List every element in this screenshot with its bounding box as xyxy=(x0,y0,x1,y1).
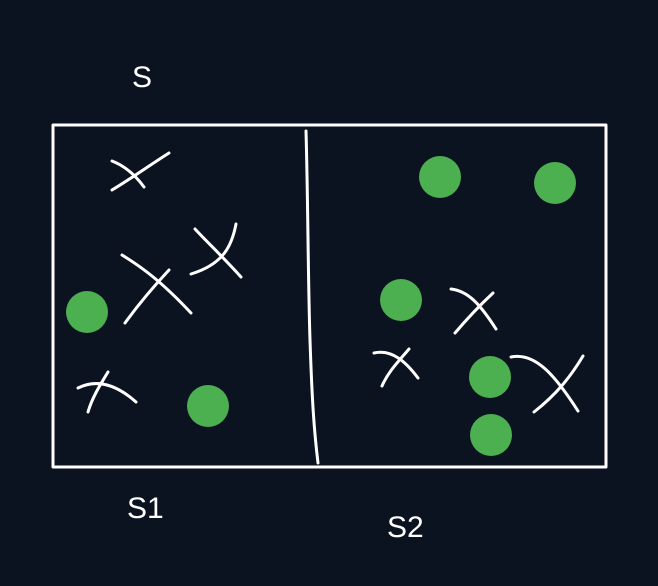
left-subset-label: S1 xyxy=(127,492,164,525)
set-label: S xyxy=(132,61,152,94)
cross-icon xyxy=(110,151,171,192)
green-dot xyxy=(469,356,511,398)
green-dot xyxy=(470,414,512,456)
green-dot xyxy=(187,385,229,427)
green-dot xyxy=(66,291,108,333)
green-dot xyxy=(380,279,422,321)
cross-icon xyxy=(76,370,138,414)
cross-icon xyxy=(509,354,585,414)
set-boundary xyxy=(51,123,608,469)
cross-icon xyxy=(189,222,243,279)
green-dot xyxy=(419,156,461,198)
cross-icon xyxy=(372,347,420,388)
cross-icon xyxy=(449,287,498,335)
green-dot xyxy=(534,162,576,204)
partition-divider xyxy=(304,129,320,465)
right-subset-label: S2 xyxy=(387,511,424,544)
cross-icon xyxy=(120,253,193,325)
